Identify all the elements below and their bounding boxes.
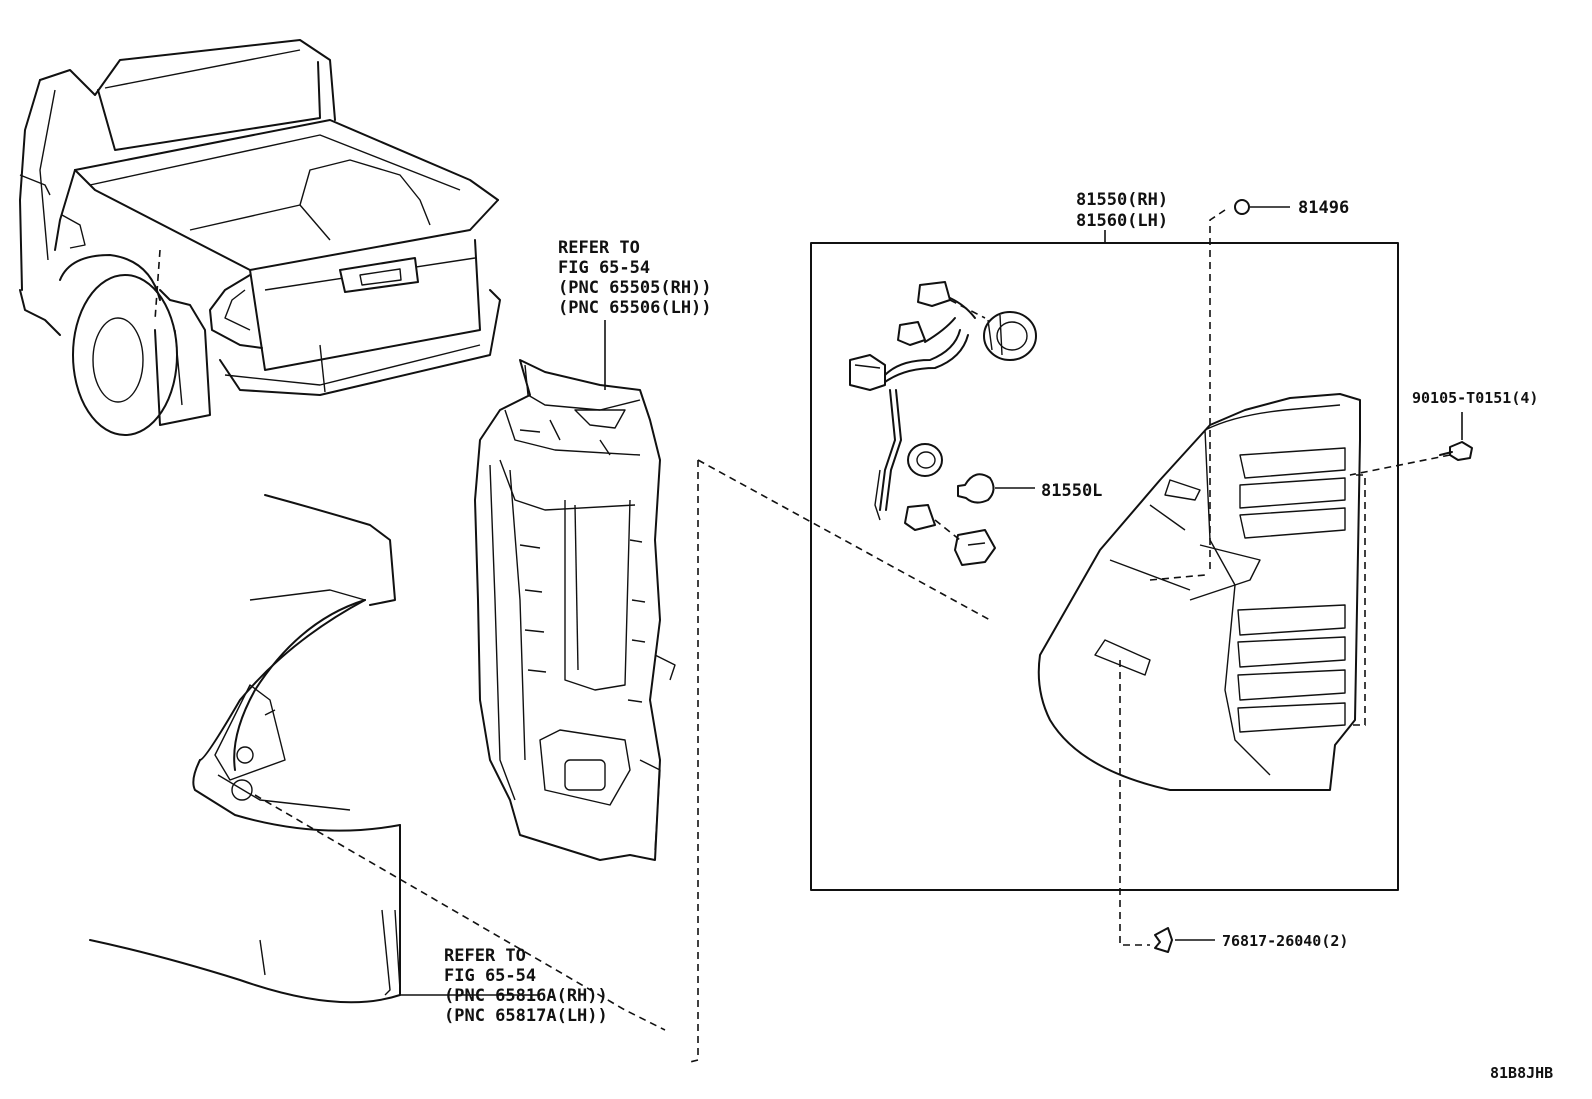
refer-lower-line1: REFER TO xyxy=(444,946,526,966)
assembly-dashed-lines xyxy=(254,209,1451,1063)
refer-upper-line4: (PNC 65506(LH)) xyxy=(558,298,712,318)
wiring-harness-illustration xyxy=(849,281,1037,566)
refer-note-lower: REFER TO FIG 65-54 (PNC 65816A(RH)) (PNC… xyxy=(444,946,608,1026)
refer-upper-line2: FIG 65-54 xyxy=(558,258,650,278)
label-81550-rh: 81550(RH) xyxy=(1076,190,1168,210)
label-81496: 81496 xyxy=(1298,198,1349,218)
label-90105-t0151: 90105-T0151(4) xyxy=(1412,389,1538,407)
label-81550l: 81550L xyxy=(1041,481,1102,501)
clip-81496-icon xyxy=(1234,199,1290,215)
refer-lower-line3: (PNC 65816A(RH)) xyxy=(444,986,608,1006)
refer-lower-line2: FIG 65-54 xyxy=(444,966,536,986)
inner-panel-illustration xyxy=(474,359,676,861)
label-76817-26040: 76817-26040(2) xyxy=(1222,932,1348,950)
refer-upper-line3: (PNC 65505(RH)) xyxy=(558,278,712,298)
refer-lower-line4: (PNC 65817A(LH)) xyxy=(444,1006,608,1026)
quarter-panel-illustration xyxy=(89,494,401,1004)
truck-illustration xyxy=(19,39,501,436)
refer-upper-line1: REFER TO xyxy=(558,238,640,258)
refer-note-upper: REFER TO FIG 65-54 (PNC 65505(RH)) (PNC … xyxy=(558,238,712,318)
screw-90105-icon xyxy=(1439,412,1473,461)
tail-lamp-illustration xyxy=(1037,393,1361,791)
retainer-76817-icon xyxy=(1154,927,1215,953)
label-81560-lh: 81560(LH) xyxy=(1076,211,1168,231)
illustration-code: 81B8JHB xyxy=(1490,1064,1553,1082)
